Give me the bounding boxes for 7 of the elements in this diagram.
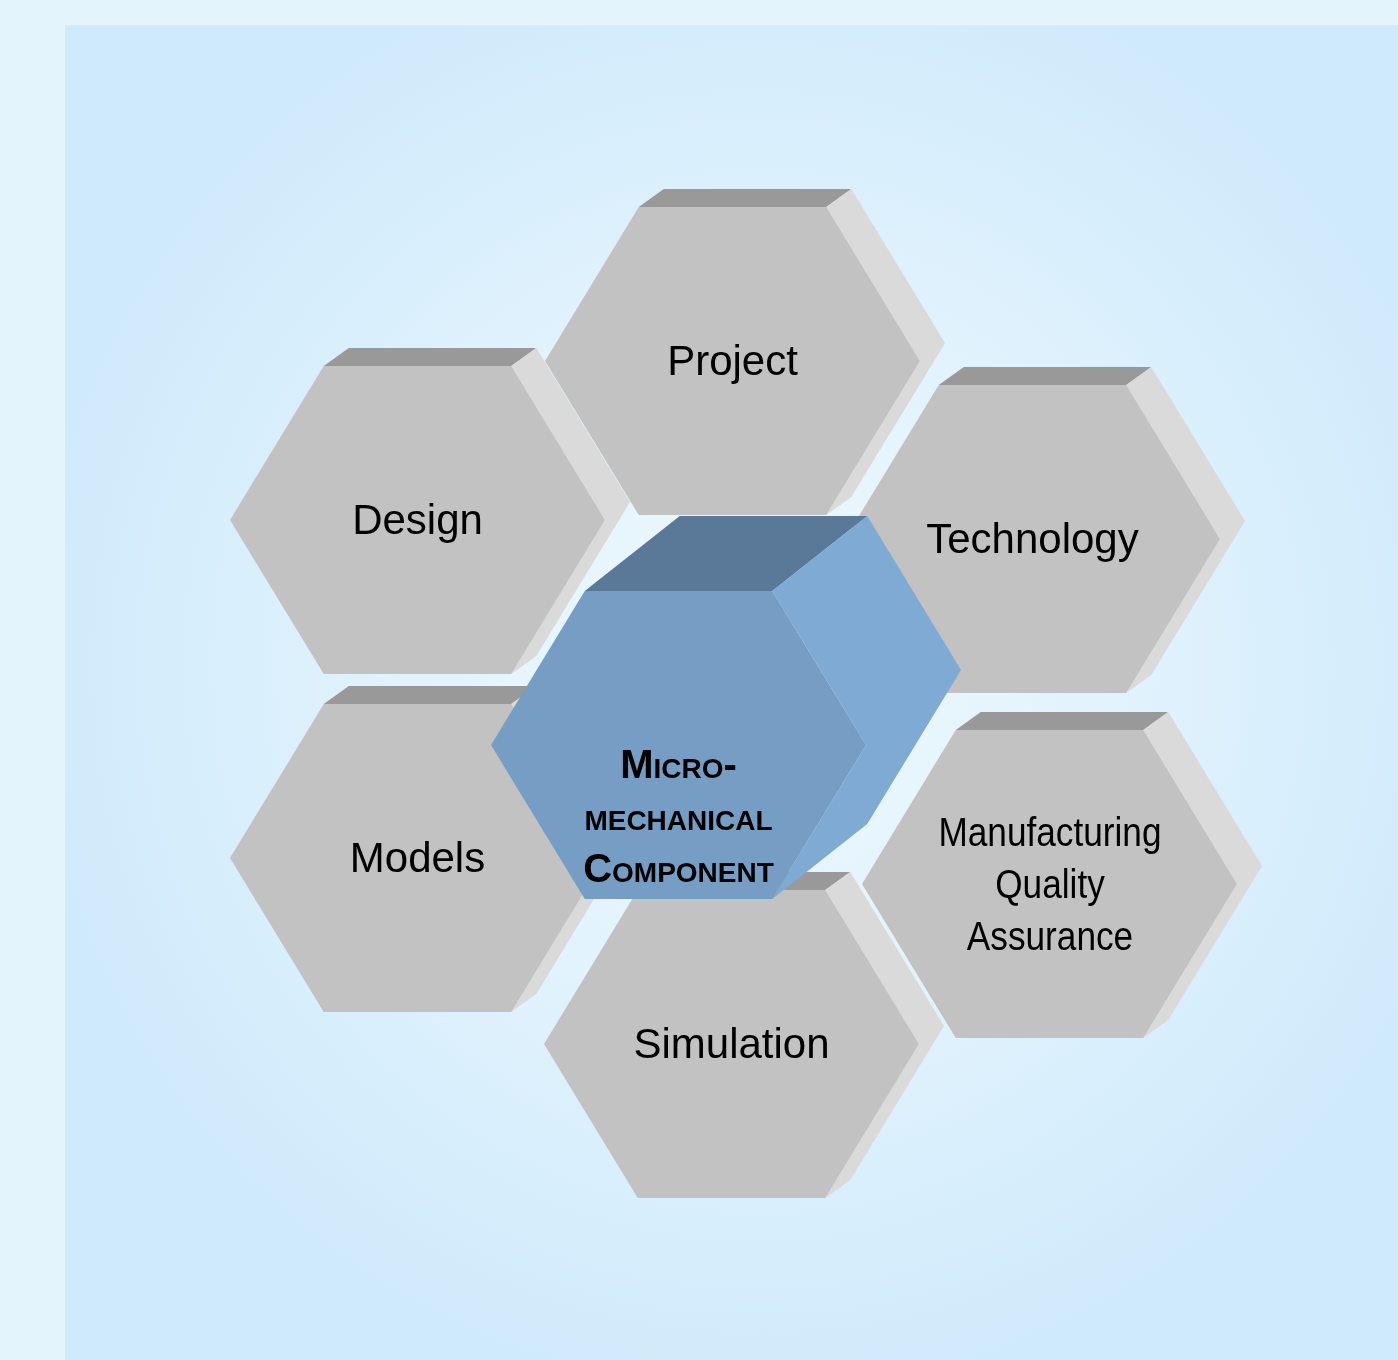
hexagon-label: Micro-mechanical Component [582,741,775,892]
hexagon-label: Design [351,494,484,545]
hexagon-label: Models [348,832,487,883]
hexagon-label: Simulation [632,1018,831,1069]
hexagon-label: Technology [925,513,1140,564]
hexagon-label: Manufacturing Quality Assurance [936,809,1163,960]
hexagon-label: Project [666,335,799,386]
